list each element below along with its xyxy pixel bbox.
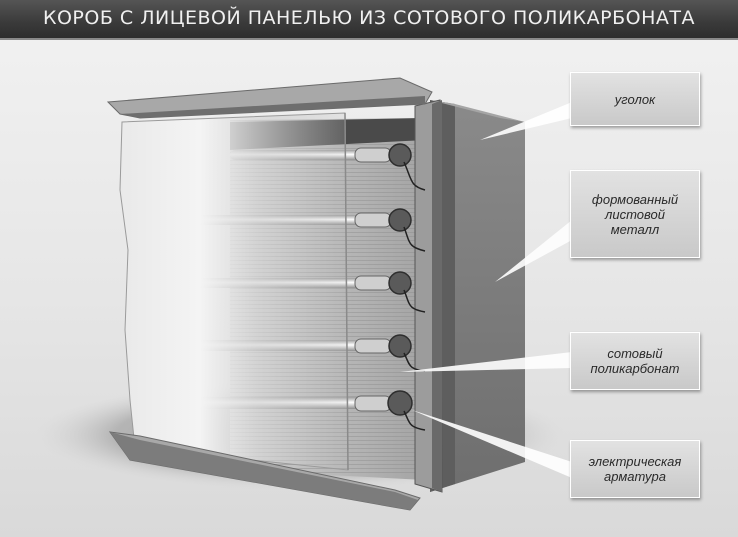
callout-electrical: электрическая арматура [570, 440, 700, 498]
page-title: КОРОБ С ЛИЦЕВОЙ ПАНЕЛЬЮ ИЗ СОТОВОГО ПОЛИ… [42, 7, 696, 29]
leader-electrical [412, 410, 572, 478]
callout-sheet-metal: формованный листовой металл [570, 170, 700, 258]
callout-polycarbonate: сотовый поликарбонат [570, 332, 700, 390]
socket [354, 390, 426, 431]
socket [354, 143, 426, 191]
leader-sheet-metal [495, 220, 572, 282]
callout-corner: уголок [570, 72, 700, 126]
label-electrical: электрическая арматура [588, 454, 682, 484]
leader-lines [400, 102, 572, 478]
socket [354, 271, 426, 313]
leader-polycarbonate [400, 352, 572, 372]
title-bar: КОРОБ С ЛИЦЕВОЙ ПАНЕЛЬЮ ИЗ СОТОВОГО ПОЛИ… [0, 0, 738, 40]
bottom-frame-strip-edge [110, 432, 418, 510]
socket [354, 334, 426, 372]
panel-edge [344, 112, 349, 471]
socket [354, 208, 426, 252]
label-sheet-metal: формованный листовой металл [591, 191, 679, 237]
side-panel-top [430, 100, 525, 122]
label-corner: уголок [614, 91, 656, 107]
leader-corner [480, 102, 572, 140]
label-polycarbonate: сотовый поликарбонат [590, 346, 680, 376]
tube-sockets [354, 143, 426, 431]
corner-profile-edge [432, 100, 442, 492]
polycarbonate-panel [119, 112, 349, 471]
top-frame-strip-edge [120, 96, 425, 118]
